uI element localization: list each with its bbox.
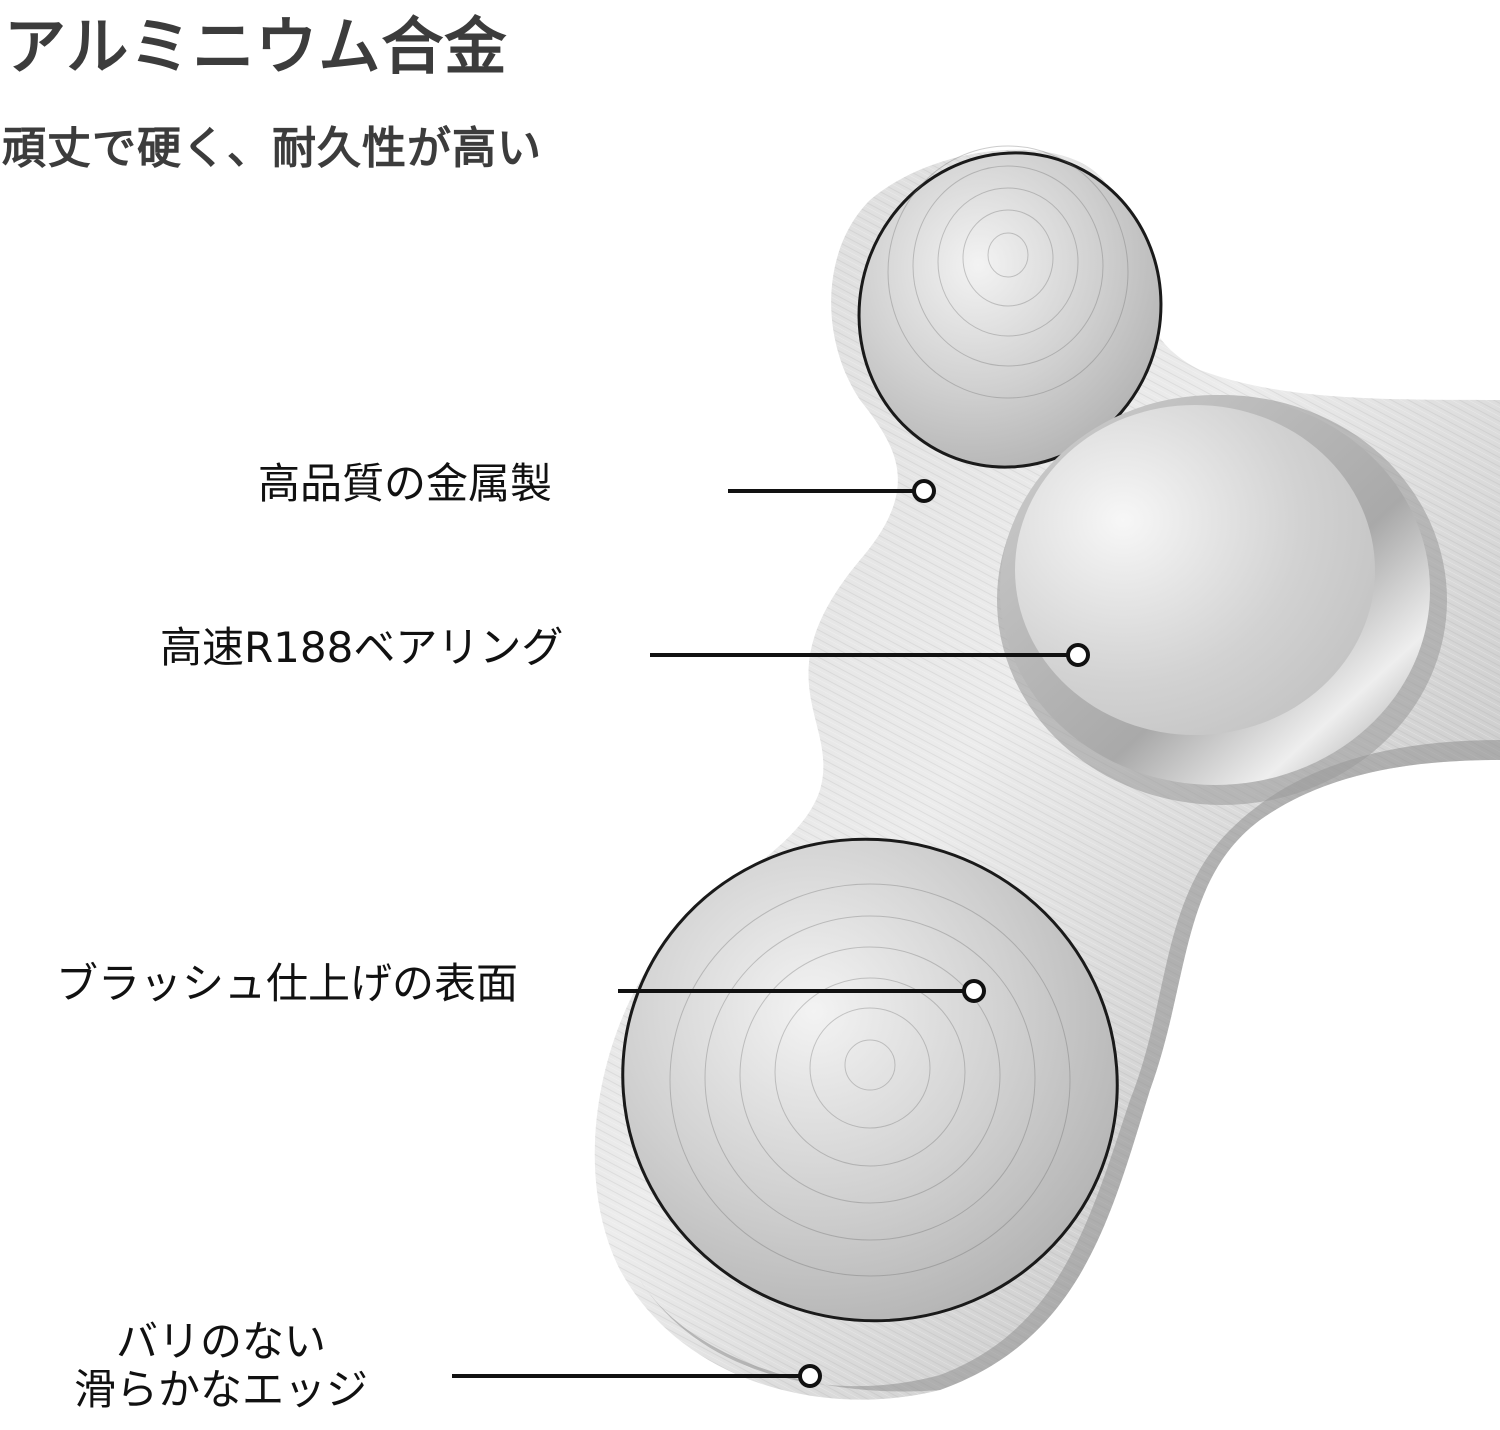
callout-label-edge-line1: バリのない <box>116 1317 327 1366</box>
bottom-cap <box>621 837 1119 1323</box>
callout-label-surface: ブラッシュ仕上げの表面 <box>56 959 519 1008</box>
leader-line-metal <box>728 489 914 493</box>
leader-line-edge <box>452 1374 800 1378</box>
center-bearing <box>997 395 1447 805</box>
callout-dot-edge <box>798 1364 822 1388</box>
leader-line-bearing <box>650 653 1068 657</box>
leader-line-surface <box>618 989 964 993</box>
callout-label-edge: バリのない 滑らかなエッジ <box>74 1317 369 1415</box>
callout-dot-bearing <box>1066 643 1090 667</box>
callout-label-bearing: 高速R188ベアリング <box>160 623 564 672</box>
headline-title: アルミニウム合金 <box>4 10 508 83</box>
callout-dot-metal <box>912 479 936 503</box>
callout-dot-surface <box>962 979 986 1003</box>
callout-label-metal: 高品質の金属製 <box>258 459 553 508</box>
top-cap <box>857 145 1163 469</box>
headline-subtitle: 頑丈で硬く、耐久性が高い <box>2 123 542 174</box>
callout-label-edge-line2: 滑らかなエッジ <box>74 1365 369 1415</box>
